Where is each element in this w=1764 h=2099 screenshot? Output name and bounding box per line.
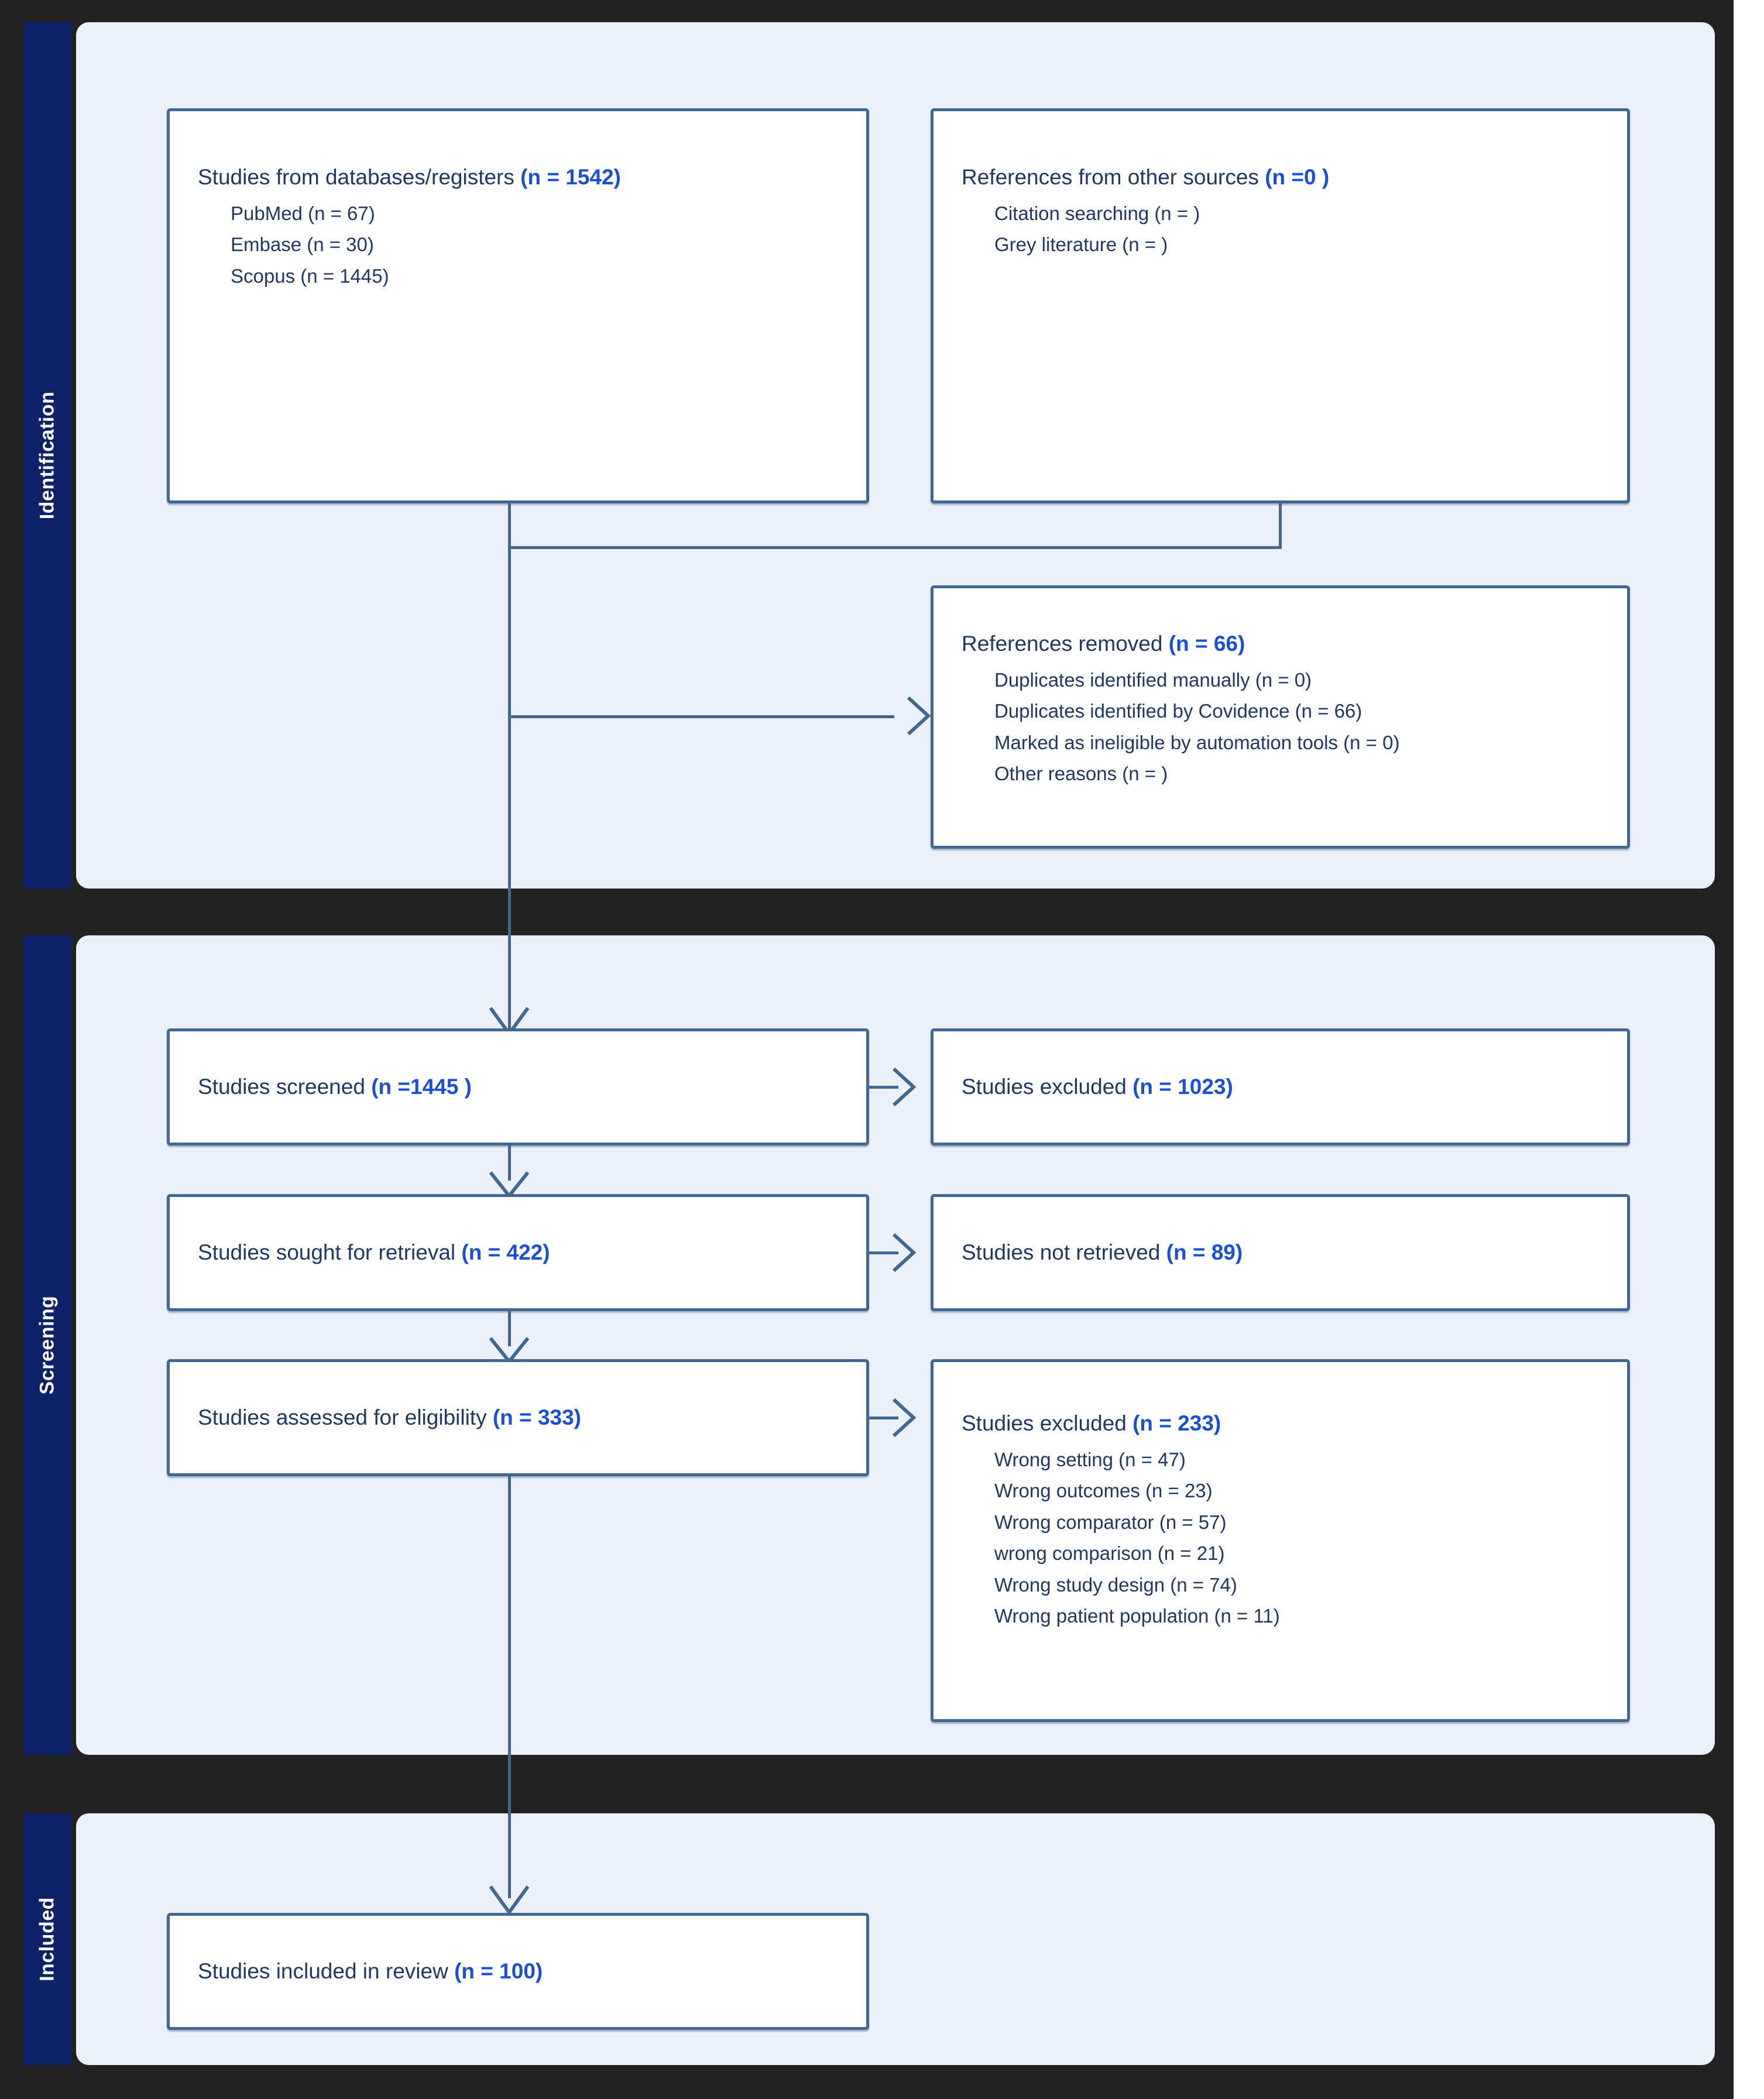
phase-label-screening: Screening [36,1295,59,1395]
list-item: Grey literature (n = ) [994,234,1168,256]
list-item: Marked as ineligible by automation tools… [994,731,1400,753]
box-title-sought: Studies sought for retrieval (n = 422) [198,1240,550,1265]
box-title-databases: Studies from databases/registers (n = 15… [198,165,621,189]
phase-sidebar-included: Included [23,1813,71,2065]
list-item: Scopus (n = 1445) [231,265,389,287]
connector-screened-to-sought [508,1145,511,1181]
list-item: Wrong patient population (n = 11) [994,1605,1280,1627]
arrowhead-screened-to-excluded [892,1067,917,1107]
arrowhead-eligibility-to-excluded [892,1398,917,1438]
box-title-references-removed: References removed (n = 66) [962,632,1245,656]
list-item: wrong comparison (n = 21) [994,1542,1225,1565]
box-title-included: Studies included in review (n = 100) [198,1959,543,1984]
box-studies-assessed-eligibility[interactable]: Studies assessed for eligibility (n = 33… [167,1359,869,1476]
connector-into-included [508,1813,511,1898]
box-studies-excluded-reasons[interactable]: Studies excluded (n = 233) Wrong setting… [931,1359,1630,1722]
box-title-eligibility-excluded: Studies excluded (n = 233) [962,1411,1221,1435]
connector-trunk-to-screened [508,889,511,1029]
box-studies-screened[interactable]: Studies screened (n =1445 ) [167,1028,869,1145]
arrowhead-to-included [489,1885,530,1916]
box-title-screened-excluded: Studies excluded (n = 1023) [962,1075,1233,1099]
list-item: Duplicates identified manually (n = 0) [994,668,1312,691]
list-item: PubMed (n = 67) [231,202,375,224]
connector-sought-to-eligibility [508,1311,511,1346]
list-item: Other reasons (n = ) [994,763,1168,785]
list-item: Wrong setting (n = 47) [994,1448,1186,1470]
box-studies-from-databases[interactable]: Studies from databases/registers (n = 15… [167,108,869,503]
sublist-other-sources: Citation searching (n = ) Grey literatur… [994,198,1613,260]
connector-trunk-to-included [508,1476,511,1898]
phase-separator-band-2 [23,1755,1715,1813]
connector-eligibility-to-excluded [869,1417,898,1419]
box-references-removed[interactable]: References removed (n = 66) Duplicates i… [931,585,1630,849]
connector-sought-to-not-retrieved [869,1251,898,1254]
box-studies-not-retrieved[interactable]: Studies not retrieved (n = 89) [931,1194,1630,1311]
connector-screened-to-excluded [869,1086,898,1089]
connector-other-sources-down [1279,503,1282,549]
list-item: Wrong comparator (n = 57) [994,1511,1227,1533]
box-title-not-retrieved: Studies not retrieved (n = 89) [962,1240,1243,1265]
phase-sidebar-identification: Identification [23,22,71,889]
connector-merge-bar [508,546,1282,549]
list-item: Wrong study design (n = 74) [994,1573,1237,1596]
list-item: Embase (n = 30) [231,234,374,256]
connector-to-references-removed [508,715,894,718]
page-right-margin [1734,0,1764,2099]
phase-sidebar-screening: Screening [23,935,71,1755]
box-studies-excluded-screened[interactable]: Studies excluded (n = 1023) [931,1028,1630,1145]
phase-label-included: Included [36,1897,59,1981]
box-title-eligibility: Studies assessed for eligibility (n = 33… [198,1405,582,1430]
box-title-screened: Studies screened (n =1445 ) [198,1075,472,1099]
phase-separator-band-1 [23,889,1715,935]
sublist-exclusion-reasons: Wrong setting (n = 47) Wrong outcomes (n… [994,1444,1613,1632]
list-item: Citation searching (n = ) [994,202,1200,224]
list-item: Wrong outcomes (n = 23) [994,1480,1213,1502]
box-references-other-sources[interactable]: References from other sources (n =0 ) Ci… [931,108,1630,503]
connector-trunk-through-band-2 [508,1755,511,1813]
arrowhead-to-references-removed [907,696,931,736]
sublist-databases: PubMed (n = 67) Embase (n = 30) Scopus (… [231,198,852,291]
box-title-other-sources: References from other sources (n =0 ) [962,165,1330,189]
list-item: Duplicates identified by Covidence (n = … [994,700,1363,722]
box-studies-included-in-review[interactable]: Studies included in review (n = 100) [167,1913,869,2030]
phase-label-identification: Identification [36,391,59,520]
arrowhead-sought-to-not-retrieved [892,1233,917,1273]
connector-trunk-identification [508,503,511,1000]
box-studies-sought-for-retrieval[interactable]: Studies sought for retrieval (n = 422) [167,1194,869,1311]
sublist-references-removed: Duplicates identified manually (n = 0) D… [994,664,1613,790]
